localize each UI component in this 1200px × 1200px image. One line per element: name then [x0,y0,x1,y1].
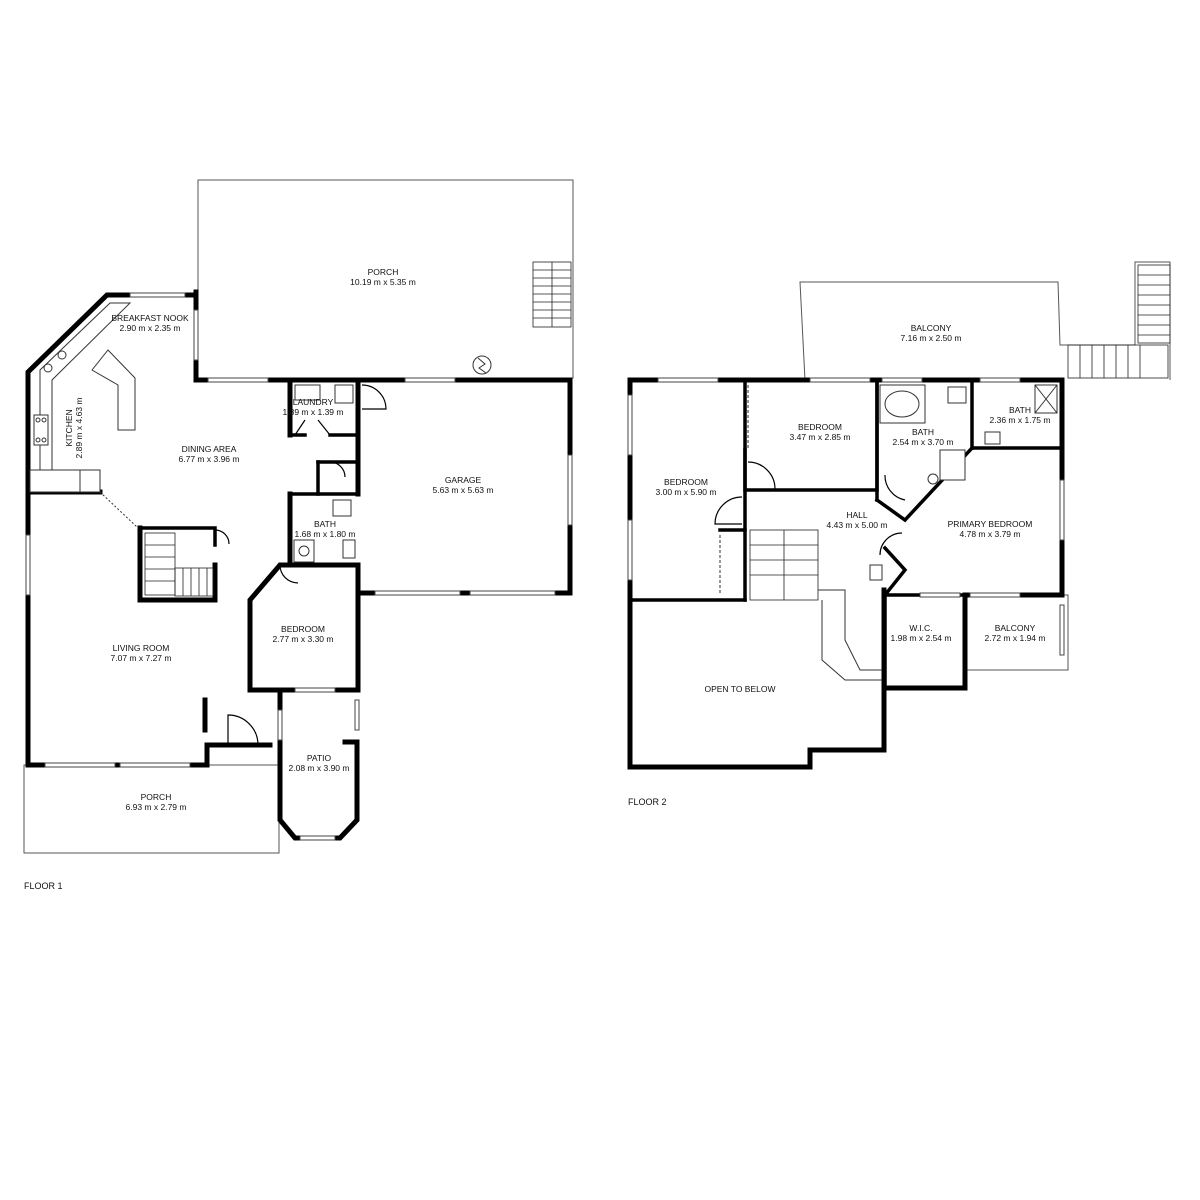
kitchen-counters [29,302,139,529]
svg-text:HALL: HALL [846,510,868,520]
svg-text:BATH: BATH [912,427,934,437]
room-label-hall: HALL 4.43 m x 5.00 m [827,510,888,530]
svg-text:2.36 m x 1.75 m: 2.36 m x 1.75 m [990,415,1051,425]
floor-1-doors [227,384,387,746]
room-label-bath-floor-2-large: BATH 2.54 m x 3.70 m [893,427,954,447]
svg-text:GARAGE: GARAGE [445,475,482,485]
svg-text:1.39 m x 1.39 m: 1.39 m x 1.39 m [283,407,344,417]
svg-text:7.07 m x 7.27 m: 7.07 m x 7.27 m [111,653,172,663]
balcony-steps [1067,264,1171,379]
svg-text:3.00 m x 5.90 m: 3.00 m x 5.90 m [656,487,717,497]
room-label-porch-rear: PORCH 10.19 m x 5.35 m [350,267,416,287]
room-label-breakfast-nook: BREAKFAST NOOK 2.90 m x 2.35 m [111,313,189,333]
floor-1-label: FLOOR 1 [24,881,63,891]
room-label-bedroom-floor-2-large: BEDROOM 3.00 m x 5.90 m [656,477,717,497]
floor-2-bath-fixtures [719,384,1058,595]
room-label-porch-front: PORCH 6.93 m x 2.79 m [126,792,187,812]
svg-text:BEDROOM: BEDROOM [281,624,325,634]
svg-text:LAUNDRY: LAUNDRY [293,397,334,407]
room-label-balcony-small: BALCONY 2.72 m x 1.94 m [985,623,1046,643]
svg-text:LIVING ROOM: LIVING ROOM [113,643,170,653]
porch-steps [532,261,572,328]
svg-text:4.78 m x 3.79 m: 4.78 m x 3.79 m [960,529,1021,539]
floor-1-stairs [137,525,230,603]
floor-2-label: FLOOR 2 [628,797,667,807]
room-labels: PORCH 10.19 m x 5.35 m BREAKFAST NOOK 2.… [64,267,1050,812]
svg-text:4.43 m x 5.00 m: 4.43 m x 5.00 m [827,520,888,530]
room-label-laundry: LAUNDRY 1.39 m x 1.39 m [283,397,344,417]
svg-text:BALCONY: BALCONY [911,323,952,333]
svg-text:BREAKFAST NOOK: BREAKFAST NOOK [111,313,189,323]
room-label-primary-bedroom: PRIMARY BEDROOM 4.78 m x 3.79 m [948,519,1033,539]
svg-text:5.63 m x 5.63 m: 5.63 m x 5.63 m [433,485,494,495]
room-label-bedroom-floor-1: BEDROOM 2.77 m x 3.30 m [273,624,334,644]
svg-text:6.77 m x 3.96 m: 6.77 m x 3.96 m [179,454,240,464]
room-label-living-room: LIVING ROOM 7.07 m x 7.27 m [111,643,172,663]
floor-1-plan [23,179,574,854]
room-label-patio: PATIO 2.08 m x 3.90 m [289,753,350,773]
svg-text:3.47 m x 2.85 m: 3.47 m x 2.85 m [790,432,851,442]
room-label-bedroom-floor-2-small: BEDROOM 3.47 m x 2.85 m [790,422,851,442]
floor-2-exterior-walls [627,377,1065,770]
svg-text:BEDROOM: BEDROOM [798,422,842,432]
floor-2-doors [714,461,906,581]
floor-2-stairs [749,529,882,681]
room-label-bath-floor-2-small: BATH 2.36 m x 1.75 m [990,405,1051,425]
svg-text:BATH: BATH [1009,405,1031,415]
svg-text:2.77 m x 3.30 m: 2.77 m x 3.30 m [273,634,334,644]
svg-text:W.I.C.: W.I.C. [909,623,932,633]
svg-text:6.93 m x 2.79 m: 6.93 m x 2.79 m [126,802,187,812]
svg-text:BALCONY: BALCONY [995,623,1036,633]
svg-text:BEDROOM: BEDROOM [664,477,708,487]
svg-text:2.72 m x 1.94 m: 2.72 m x 1.94 m [985,633,1046,643]
svg-text:DINING AREA: DINING AREA [182,444,237,454]
svg-text:KITCHEN: KITCHEN [64,409,74,446]
svg-text:2.08 m x 3.90 m: 2.08 m x 3.90 m [289,763,350,773]
svg-text:2.89 m x 4.63 m: 2.89 m x 4.63 m [74,398,84,459]
svg-text:2.90 m x 2.35 m: 2.90 m x 2.35 m [120,323,181,333]
svg-text:2.54 m x 3.70 m: 2.54 m x 3.70 m [893,437,954,447]
svg-text:PATIO: PATIO [307,753,332,763]
room-label-open-to-below: OPEN TO BELOW [704,684,775,694]
room-label-kitchen: KITCHEN 2.89 m x 4.63 m [64,398,84,459]
svg-text:OPEN TO BELOW: OPEN TO BELOW [704,684,775,694]
room-label-bath-floor-1: BATH 1.68 m x 1.80 m [295,519,356,539]
room-label-garage: GARAGE 5.63 m x 5.63 m [433,475,494,495]
balcony-deck-outline [799,261,1171,381]
floor-1-windows [25,292,573,841]
svg-text:PORCH: PORCH [368,267,399,277]
svg-text:BATH: BATH [314,519,336,529]
svg-text:10.19 m x 5.35 m: 10.19 m x 5.35 m [350,277,416,287]
svg-text:7.16 m x 2.50 m: 7.16 m x 2.50 m [901,333,962,343]
floor-2-plan [627,261,1171,770]
svg-text:1.68 m x 1.80 m: 1.68 m x 1.80 m [295,529,356,539]
floor-1-bath-fixtures [293,499,356,563]
svg-text:PORCH: PORCH [141,792,172,802]
room-label-walk-in-closet: W.I.C. 1.98 m x 2.54 m [891,623,952,643]
meter-symbol [472,355,492,375]
room-label-balcony-large: BALCONY 7.16 m x 2.50 m [901,323,962,343]
svg-text:1.98 m x 2.54 m: 1.98 m x 2.54 m [891,633,952,643]
room-label-dining-area: DINING AREA 6.77 m x 3.96 m [179,444,240,464]
floor-2-windows [627,377,1065,656]
svg-text:PRIMARY BEDROOM: PRIMARY BEDROOM [948,519,1033,529]
